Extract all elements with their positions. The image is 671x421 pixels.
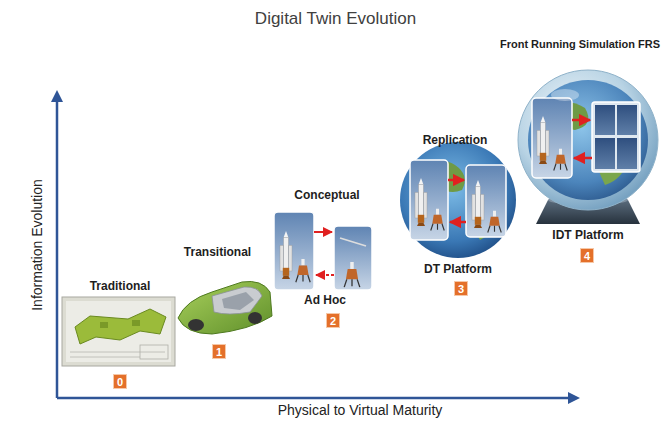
axis-label: Information Evolution xyxy=(28,145,46,345)
stage-group: Traditional xyxy=(60,276,180,368)
platform-label: IDT Platform xyxy=(543,228,633,243)
callout-number: 3 xyxy=(454,281,468,296)
callout-number: 2 xyxy=(326,313,340,328)
stage-heading: Front Running Simulation FRS xyxy=(494,38,666,51)
axis-label: Physical to Virtual Maturity xyxy=(250,402,470,419)
platform-label: DT Platform xyxy=(413,262,503,277)
stage-heading: Replication xyxy=(410,133,500,148)
diagram-title: Digital Twin Evolution xyxy=(0,9,671,29)
callout-number: 1 xyxy=(212,344,226,359)
axes xyxy=(51,90,580,404)
stage-heading: Traditional xyxy=(80,279,160,294)
stage-group: Transitional xyxy=(170,243,280,338)
stage-group: Front Running Simulation FRS IDT Platform xyxy=(494,36,666,246)
crystal-ball-image xyxy=(518,70,658,224)
stage-heading: Transitional xyxy=(170,245,265,260)
stage-group: Conceptual Ad Hoc xyxy=(270,186,380,310)
drawing-image xyxy=(62,297,175,366)
platform-label: Ad Hoc xyxy=(285,293,365,308)
car-image xyxy=(178,281,272,334)
globe-image xyxy=(400,142,516,258)
stage-group: Replication DT Platform xyxy=(398,131,518,279)
callout-number: 0 xyxy=(113,374,127,389)
stage-heading: Conceptual xyxy=(282,188,372,203)
conceptual-panels xyxy=(274,212,372,290)
callout-number: 4 xyxy=(580,248,594,263)
